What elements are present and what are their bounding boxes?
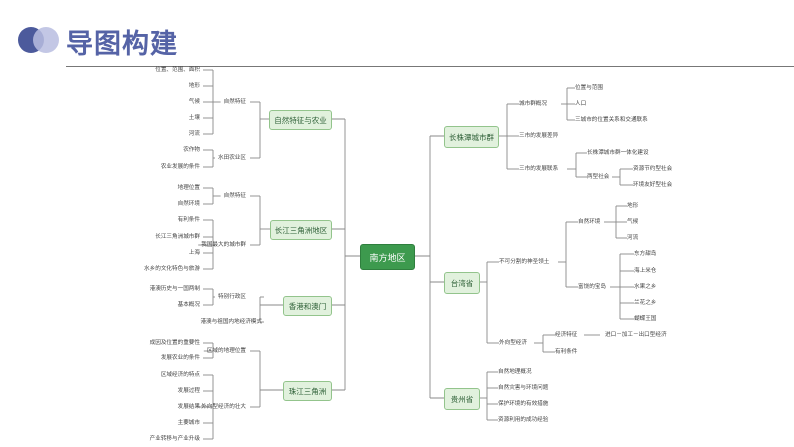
subtopic-node[interactable]: 区域的地理位置 xyxy=(206,348,246,354)
leaf-node[interactable]: 自然环境 xyxy=(177,201,200,207)
subtopic-node[interactable]: 水田农业区 xyxy=(218,155,246,161)
leaf-node[interactable]: 地形 xyxy=(188,83,200,89)
leaf-node[interactable]: 基本概况 xyxy=(177,302,200,308)
leaf-node[interactable]: 港澳历史与一国两制 xyxy=(149,286,200,292)
topic-node[interactable]: 三市的发展联系 xyxy=(519,166,559,172)
decor-circle-light xyxy=(33,27,59,53)
subtopic-node[interactable]: 自然特征 xyxy=(223,193,246,199)
leaf-node[interactable]: 发展农业的条件 xyxy=(160,355,200,361)
main-topic-right-2[interactable]: 贵州省 xyxy=(444,388,480,410)
leaf-node[interactable]: 发展结果 xyxy=(177,404,200,410)
main-topic-3[interactable]: 珠江三角洲 xyxy=(283,381,332,401)
leaf-node[interactable]: 气候 xyxy=(188,99,200,105)
leaf-node[interactable]: 保护环境的有效措施 xyxy=(498,401,549,407)
leaf-node[interactable]: 兰花之乡 xyxy=(634,300,657,306)
leaf-node[interactable]: 蝴蝶王国 xyxy=(634,316,657,322)
leaf-node[interactable]: 资源节约型社会 xyxy=(633,166,673,172)
leaf-node[interactable]: 水乡的文化特色与旅游 xyxy=(144,266,200,272)
subtopic-node[interactable]: 外向型经济的壮大 xyxy=(201,404,246,410)
leaf-node[interactable]: 资源利用的成功经验 xyxy=(498,417,549,423)
leaf-node[interactable]: 主要城市 xyxy=(177,420,200,426)
leaf-node[interactable]: 三城市的位置关系和交通联系 xyxy=(575,117,648,123)
leaf-node[interactable]: 长株潭城市群一体化建设 xyxy=(587,150,649,156)
topic-node[interactable]: 经济特征 xyxy=(555,332,578,338)
leaf-node[interactable]: 环境友好型社会 xyxy=(633,182,673,188)
subtopic-node[interactable]: 我国最大的城市群 xyxy=(201,242,246,248)
leaf-node[interactable]: 河流 xyxy=(627,235,639,241)
topic-node[interactable]: 不可分割的神圣领土 xyxy=(499,259,550,265)
leaf-node[interactable]: 发展过程 xyxy=(177,388,200,394)
topic-node[interactable]: 城市群概况 xyxy=(519,101,547,107)
leaf-node[interactable]: 农业发展的条件 xyxy=(160,164,200,170)
leaf-node[interactable]: 自然地理概况 xyxy=(498,369,532,375)
leaf-node[interactable]: 地理位置 xyxy=(177,185,200,191)
leaf-node[interactable]: 气候 xyxy=(627,219,639,225)
leaf-node[interactable]: 东方甜岛 xyxy=(634,251,657,257)
leaf-node[interactable]: 上海 xyxy=(188,250,200,256)
topic-node[interactable]: 富饶的宝岛 xyxy=(578,284,606,290)
topic-node[interactable]: 自然环境 xyxy=(578,219,601,225)
connector-line xyxy=(413,135,444,399)
main-topic-1[interactable]: 长江三角洲地区 xyxy=(270,220,332,240)
main-topic-right-1[interactable]: 台湾省 xyxy=(444,272,480,294)
leaf-node[interactable]: 水果之乡 xyxy=(634,284,657,290)
leaf-node[interactable]: 位置与范围 xyxy=(575,85,603,91)
main-topic-right-0[interactable]: 长株潭城市群 xyxy=(444,126,499,148)
leaf-node[interactable]: 土壤 xyxy=(188,115,200,121)
leaf-node[interactable]: 农作物 xyxy=(183,147,200,153)
subtopic-node[interactable]: 自然特征 xyxy=(223,99,246,105)
leaf-node[interactable]: 地形 xyxy=(627,203,639,209)
center-topic[interactable]: 南方地区 xyxy=(360,244,415,270)
main-topic-2[interactable]: 香港和澳门 xyxy=(283,296,332,316)
page-title: 导图构建 xyxy=(66,29,178,60)
leaf-node[interactable]: 长江三角洲城市群 xyxy=(155,234,200,240)
topic-node[interactable]: 三市的发展差异 xyxy=(519,133,559,139)
subtopic-node[interactable]: 港澳与祖国内地经济模式 xyxy=(200,319,262,325)
leaf-node[interactable]: 有利条件 xyxy=(555,349,578,355)
topic-node[interactable]: 外向型经济 xyxy=(499,340,527,346)
title-divider xyxy=(66,66,794,67)
leaf-node[interactable]: 产业转移与产业升级 xyxy=(149,436,200,442)
subtopic-node[interactable]: 特别行政区 xyxy=(218,294,246,300)
leaf-node[interactable]: 有利条件 xyxy=(177,217,200,223)
main-topic-0[interactable]: 自然特征与农业 xyxy=(269,110,332,130)
leaf-node[interactable]: 河流 xyxy=(188,131,200,137)
leaf-node[interactable]: 成因及位置的重要性 xyxy=(149,340,200,346)
leaf-node[interactable]: 人口 xyxy=(575,101,587,107)
leaf-node[interactable]: 海上米仓 xyxy=(634,268,657,274)
leaf-node[interactable]: 区域经济的特点 xyxy=(160,372,200,378)
connector-line xyxy=(330,118,360,391)
leaf-node[interactable]: 位置、范围、面积 xyxy=(155,67,200,73)
leaf-node[interactable]: 进口－加工－出口型经济 xyxy=(605,332,667,338)
topic-node[interactable]: 两型社会 xyxy=(587,174,610,180)
leaf-node[interactable]: 自然灾害与环境问题 xyxy=(498,385,549,391)
